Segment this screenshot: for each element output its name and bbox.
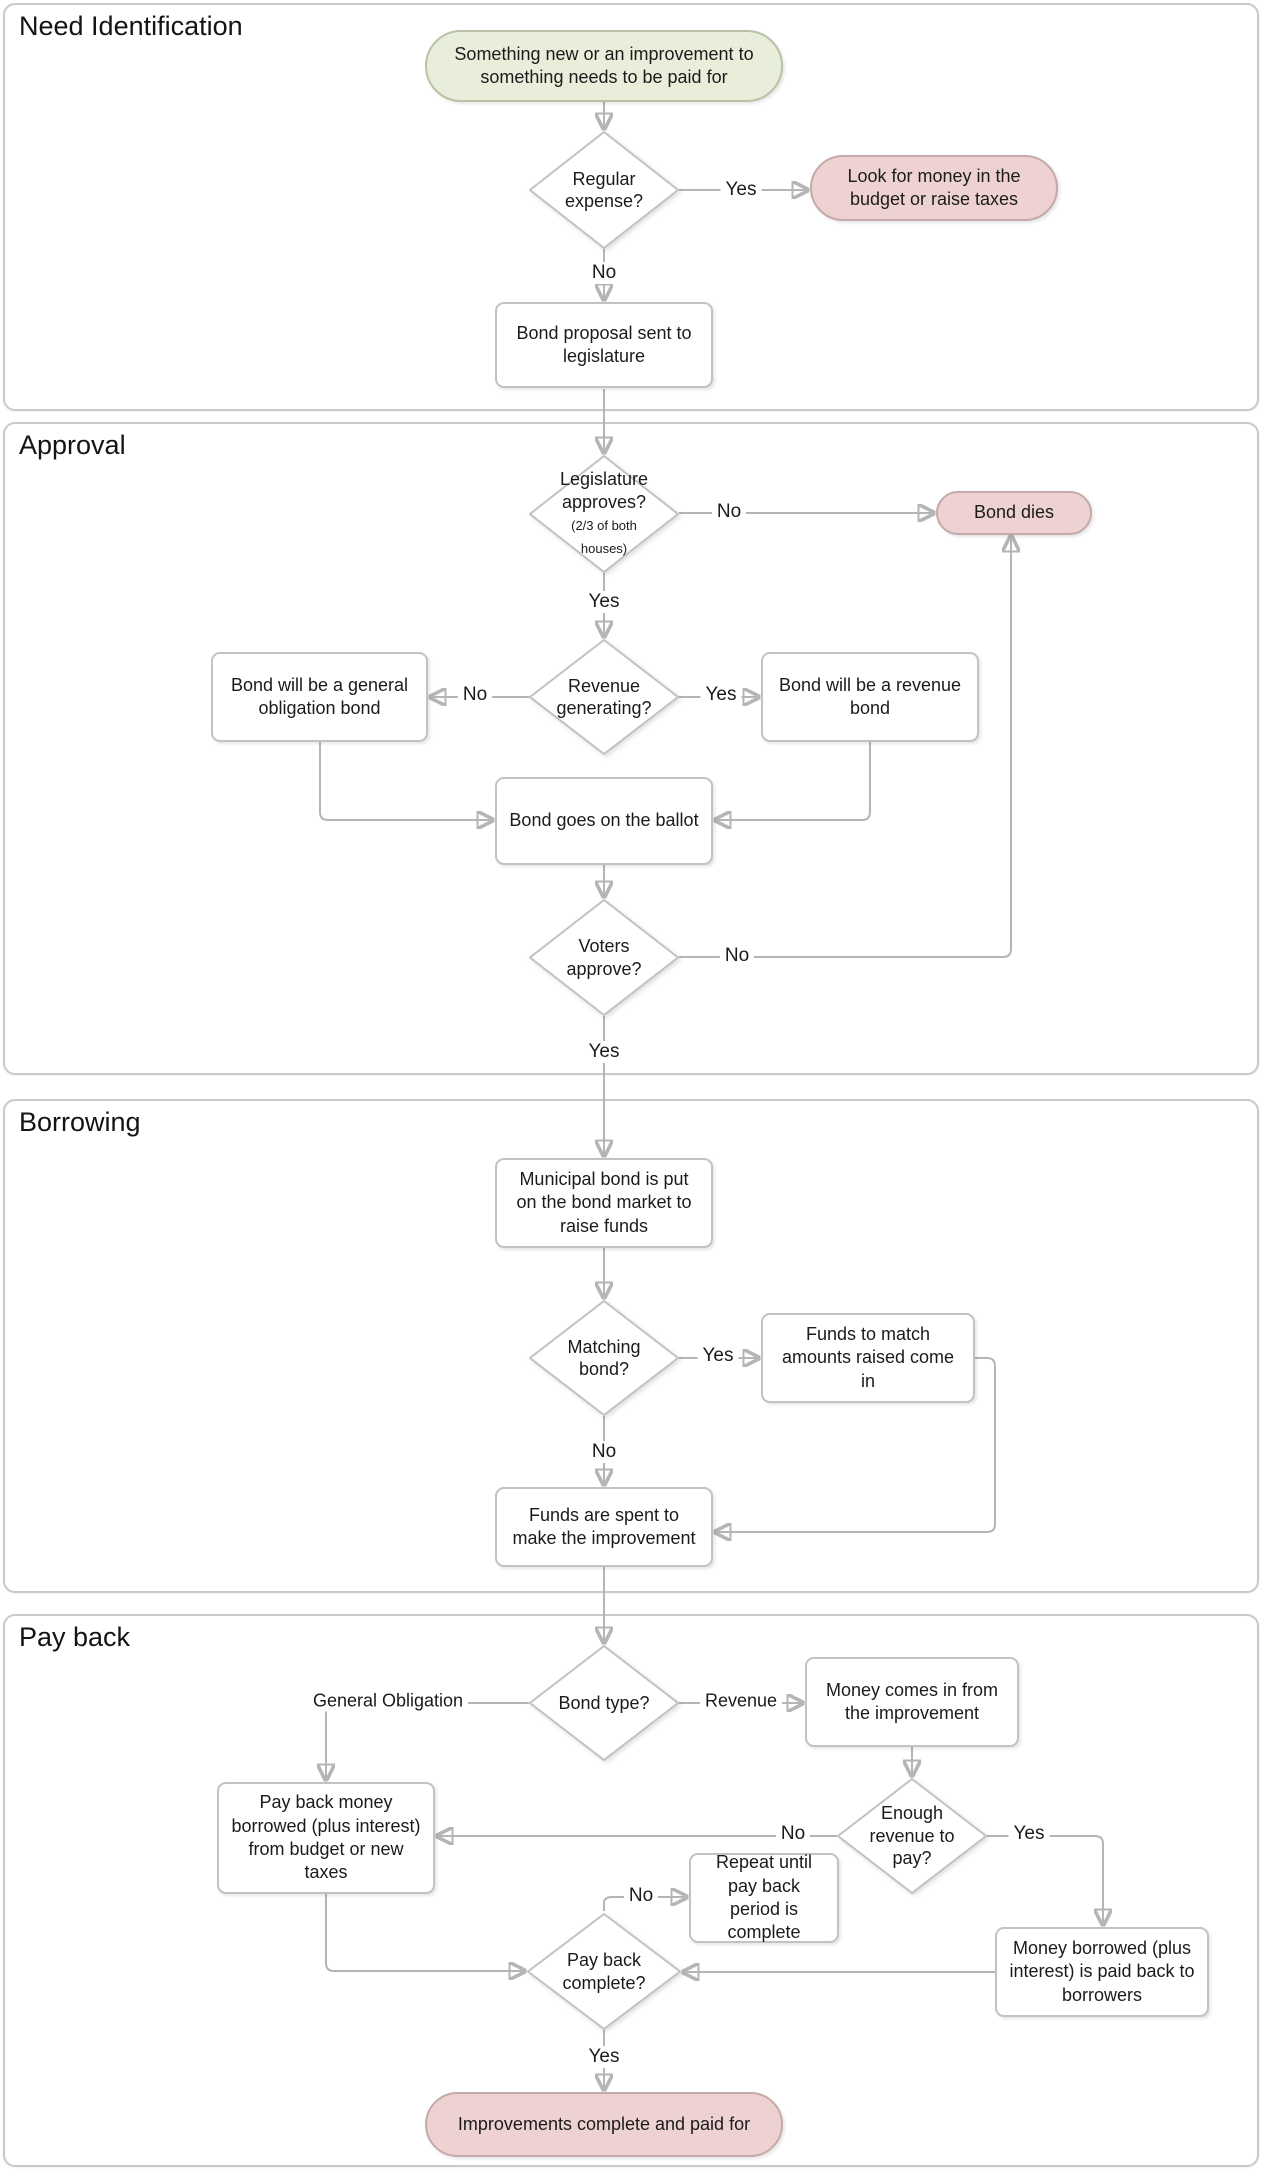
node-revenue-bond: Bond will be a revenue bond: [761, 652, 979, 742]
node-repeat-until: Repeat until pay back period is complete: [689, 1852, 839, 1943]
decision-bond-type: Bond type?: [529, 1645, 679, 1761]
decision-legislature-approves-label: Legislature approves? (2/3 of both house…: [529, 455, 679, 573]
edge-label-yes: Yes: [720, 179, 762, 201]
edge-complete-no-to-repeat: [603, 1897, 686, 1911]
edge-revenue-bond-to-ballot: [716, 742, 871, 820]
diamond-shape: [529, 1300, 679, 1416]
section-title: Borrowing: [19, 1107, 141, 1137]
decision-text: Matching bond?: [567, 1336, 641, 1380]
diamond-shape: [529, 639, 679, 755]
node-funds-match: Funds to match amounts raised come in: [761, 1313, 975, 1403]
decision-pay-back-complete-label: Pay back complete?: [527, 1913, 681, 2030]
node-bond-dies-label: Bond dies: [973, 502, 1055, 523]
decision-regular-expense-label: Regular expense?: [529, 131, 679, 249]
edge-label-no: No: [775, 1823, 811, 1845]
edge-label-no: No: [457, 684, 493, 706]
edge-label-yes: Yes: [583, 1041, 625, 1063]
edge-label-yes: Yes: [700, 684, 742, 706]
decision-text: Regular expense?: [564, 168, 644, 212]
node-bond-dies: Bond dies: [936, 491, 1092, 535]
edge-pay-back-money-to-complete: [325, 1894, 524, 1971]
edge-label-yes: Yes: [697, 1345, 739, 1367]
diamond-shape: [529, 131, 679, 249]
edge-label-yes: Yes: [583, 2046, 625, 2068]
edge-label-revenue: Revenue: [699, 1690, 783, 1712]
decision-regular-expense: Regular expense?: [529, 131, 679, 249]
decision-text: Pay back complete?: [562, 1950, 646, 1993]
decision-matching-bond: Matching bond?: [529, 1300, 679, 1416]
decision-text: Legislature approves?: [559, 469, 649, 512]
decision-revenue-generating: Revenue generating?: [529, 639, 679, 755]
decision-subtext: (2/3 of both houses): [571, 518, 637, 556]
diamond-shape: [837, 1778, 987, 1894]
edge-funds-match-to-funds-spent: [716, 1357, 996, 1532]
decision-pay-back-complete: Pay back complete?: [527, 1913, 681, 2030]
edge-enough-yes: [987, 1835, 1103, 1924]
node-end-label: Improvements complete and paid for: [457, 2113, 751, 2134]
decision-legislature-approves: Legislature approves? (2/3 of both house…: [529, 455, 679, 573]
diamond-shape: [529, 899, 679, 1016]
decision-text: Revenue generating?: [556, 675, 652, 719]
decision-text: Bond type?: [558, 1692, 650, 1713]
diamond-shape: [529, 455, 679, 573]
node-pay-back-money: Pay back money borrowed (plus interest) …: [217, 1782, 435, 1894]
node-funds-spent: Funds are spent to make the improvement: [495, 1487, 713, 1567]
edge-label-general-obligation: General Obligation: [307, 1690, 469, 1712]
edge-label-no: No: [586, 262, 622, 284]
decision-revenue-generating-label: Revenue generating?: [529, 639, 679, 755]
decision-voters-approve-label: Voters approve?: [529, 899, 679, 1016]
decision-text: Voters approve?: [566, 936, 642, 979]
node-municipal-bond-market: Municipal bond is put on the bond market…: [495, 1158, 713, 1248]
decision-text: Enough revenue to pay?: [869, 1803, 955, 1869]
node-ballot: Bond goes on the ballot: [495, 777, 713, 865]
node-look-for-money-label: Look for money in the budget or raise ta…: [847, 165, 1021, 209]
section-title: Approval: [19, 430, 126, 460]
decision-matching-bond-label: Matching bond?: [529, 1300, 679, 1416]
diamond-shape: [527, 1913, 681, 2030]
node-start-label: Something new or an improvement to somet…: [454, 43, 754, 87]
node-general-obligation-bond-label: Bond will be a general obligation bond: [230, 674, 409, 718]
edge-label-yes: Yes: [1008, 1823, 1050, 1845]
node-funds-match-label: Funds to match amounts raised come in: [781, 1323, 955, 1391]
edge-bond-type-general-obligation: [326, 1702, 529, 1779]
node-money-comes-in-label: Money comes in from the improvement: [825, 1679, 999, 1723]
node-look-for-money: Look for money in the budget or raise ta…: [810, 155, 1058, 221]
edge-go-bond-to-ballot: [319, 742, 492, 820]
section-title: Need Identification: [19, 11, 243, 41]
edge-label-no: No: [711, 501, 747, 523]
node-end: Improvements complete and paid for: [425, 2092, 783, 2157]
node-revenue-bond-label: Bond will be a revenue bond: [778, 674, 962, 718]
node-municipal-bond-market-label: Municipal bond is put on the bond market…: [516, 1168, 692, 1236]
edge-label-yes: Yes: [583, 591, 625, 613]
node-bond-proposal-label: Bond proposal sent to legislature: [516, 322, 692, 366]
edge-label-no: No: [623, 1885, 659, 1907]
section-title: Pay back: [19, 1622, 131, 1652]
decision-enough-revenue-label: Enough revenue to pay?: [837, 1778, 987, 1894]
node-money-paid-back-label: Money borrowed (plus interest) is paid b…: [1009, 1937, 1195, 2005]
node-money-paid-back: Money borrowed (plus interest) is paid b…: [995, 1927, 1209, 2017]
node-funds-spent-label: Funds are spent to make the improvement: [512, 1504, 696, 1548]
edge-label-no: No: [586, 1441, 622, 1463]
node-money-comes-in: Money comes in from the improvement: [805, 1657, 1019, 1747]
decision-voters-approve: Voters approve?: [529, 899, 679, 1016]
node-ballot-label: Bond goes on the ballot: [509, 810, 699, 831]
diamond-shape: [529, 1645, 679, 1761]
edge-label-no: No: [719, 945, 755, 967]
decision-enough-revenue: Enough revenue to pay?: [837, 1778, 987, 1894]
node-general-obligation-bond: Bond will be a general obligation bond: [211, 652, 428, 742]
node-bond-proposal: Bond proposal sent to legislature: [495, 302, 713, 388]
edge-voters-no-to-bond-dies: [679, 537, 1011, 958]
node-pay-back-money-label: Pay back money borrowed (plus interest) …: [231, 1792, 421, 1883]
node-repeat-until-label: Repeat until pay back period is complete: [715, 1852, 813, 1943]
decision-bond-type-label: Bond type?: [529, 1645, 679, 1761]
node-start: Something new or an improvement to somet…: [425, 30, 783, 102]
